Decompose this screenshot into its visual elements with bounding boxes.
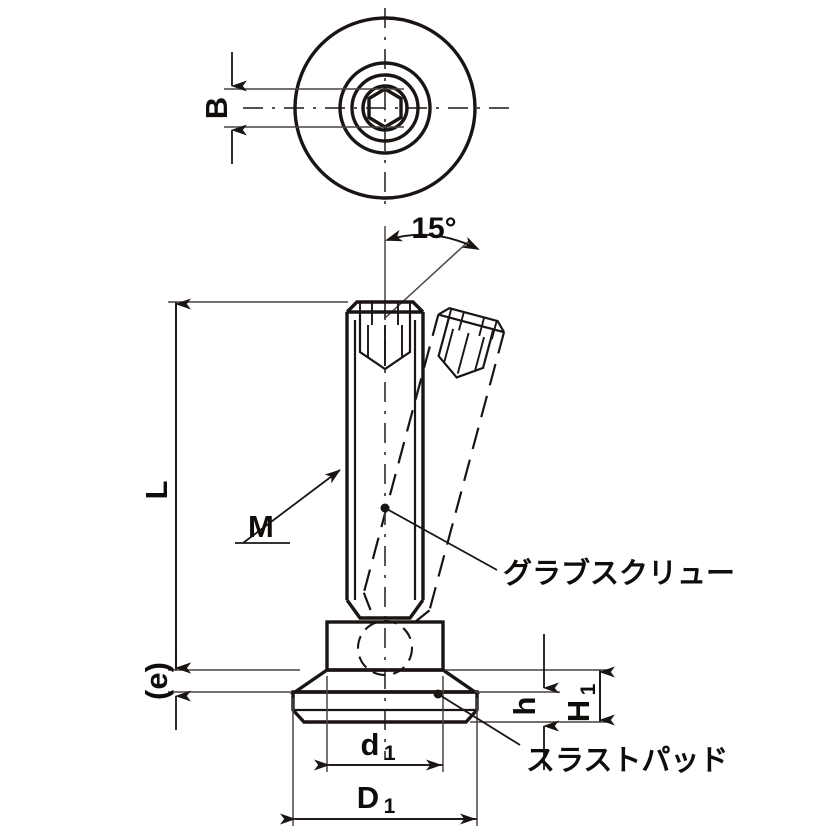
phantom-thread-1	[445, 308, 453, 328]
phantom-shaft-right	[428, 331, 506, 611]
phantom-thread-4	[490, 320, 498, 340]
angle-arc-dimension	[385, 229, 480, 250]
callout-thrust-pad-leader	[437, 693, 521, 746]
callout-thrust-pad-label: スラストパッド	[526, 743, 728, 777]
dim-D1-text: D 1	[357, 780, 396, 818]
phantom-socket-profile	[437, 317, 495, 379]
phantom-socket-hatch-2	[456, 332, 470, 374]
angle-label: 15°	[411, 212, 456, 245]
dim-D1-subscript: 1	[384, 795, 396, 818]
phantom-socket-hatch-1	[443, 328, 455, 362]
top-view-shaft-circle	[350, 73, 420, 143]
phantom-thread-2	[458, 311, 465, 331]
dim-h-label: h	[507, 697, 542, 716]
phantom-top-chamfer	[437, 307, 505, 333]
dim-H1-text: H 1	[561, 683, 599, 722]
dim-d1-subscript: 1	[384, 742, 396, 765]
callout-grub-screw-leader	[384, 507, 498, 571]
hex-socket-profile	[358, 312, 412, 371]
tilted-screw-phantom-group	[362, 307, 506, 623]
dim-H1-subscript: 1	[577, 683, 600, 695]
stud-bottom-chamfer	[345, 599, 425, 620]
dim-e-label-group: (e)	[139, 662, 174, 700]
top-view-collar-circle	[338, 61, 432, 155]
angle-tilted-leg-upper	[384, 239, 471, 319]
dim-H1-label-group: H 1	[561, 683, 599, 722]
dim-h-label-group: h	[507, 697, 542, 716]
stud-top-chamfer	[345, 300, 425, 314]
callout-M-leader	[242, 469, 341, 544]
dim-L-group: L	[139, 298, 348, 674]
dim-d1-label: d	[360, 727, 379, 762]
dim-L-label: L	[139, 481, 174, 500]
callout-thrust-pad-group: スラストパッド	[433, 689, 728, 777]
dim-e-group: (e)	[139, 654, 292, 730]
dim-b-label: B	[199, 97, 234, 119]
dim-D1-group: D 1	[280, 698, 478, 826]
dim-L-label-group: L	[139, 481, 174, 500]
threaded-stud-group	[345, 300, 425, 620]
dim-b-label-group: B	[199, 97, 234, 119]
callout-grub-screw-label: グラブスクリュー	[503, 556, 735, 590]
dim-H1-group: H 1	[445, 666, 615, 726]
phantom-bottom-taper	[362, 592, 431, 623]
top-view-outer-pad-circle	[293, 16, 477, 200]
front-view-group	[289, 300, 481, 760]
callout-M-group: M	[235, 469, 341, 544]
phantom-socket-hatch-3	[474, 336, 485, 371]
dim-H1-label: H	[561, 700, 596, 722]
callout-grub-screw-group: グラブスクリュー	[380, 503, 735, 590]
phantom-thread-3	[478, 317, 486, 337]
dim-e-label: (e)	[139, 662, 174, 700]
top-view-socket-bore-circle	[361, 84, 409, 132]
dim-d1-text: d 1	[360, 727, 395, 765]
dim-D1-label: D	[357, 780, 379, 815]
top-view-group: B	[199, 8, 516, 212]
dim-d1-group: d 1	[314, 676, 444, 772]
callout-M-label: M	[248, 509, 274, 544]
dim-h-group: h	[475, 634, 560, 770]
swivel-ball-hidden	[356, 619, 414, 677]
phantom-shaft-left	[362, 314, 440, 594]
